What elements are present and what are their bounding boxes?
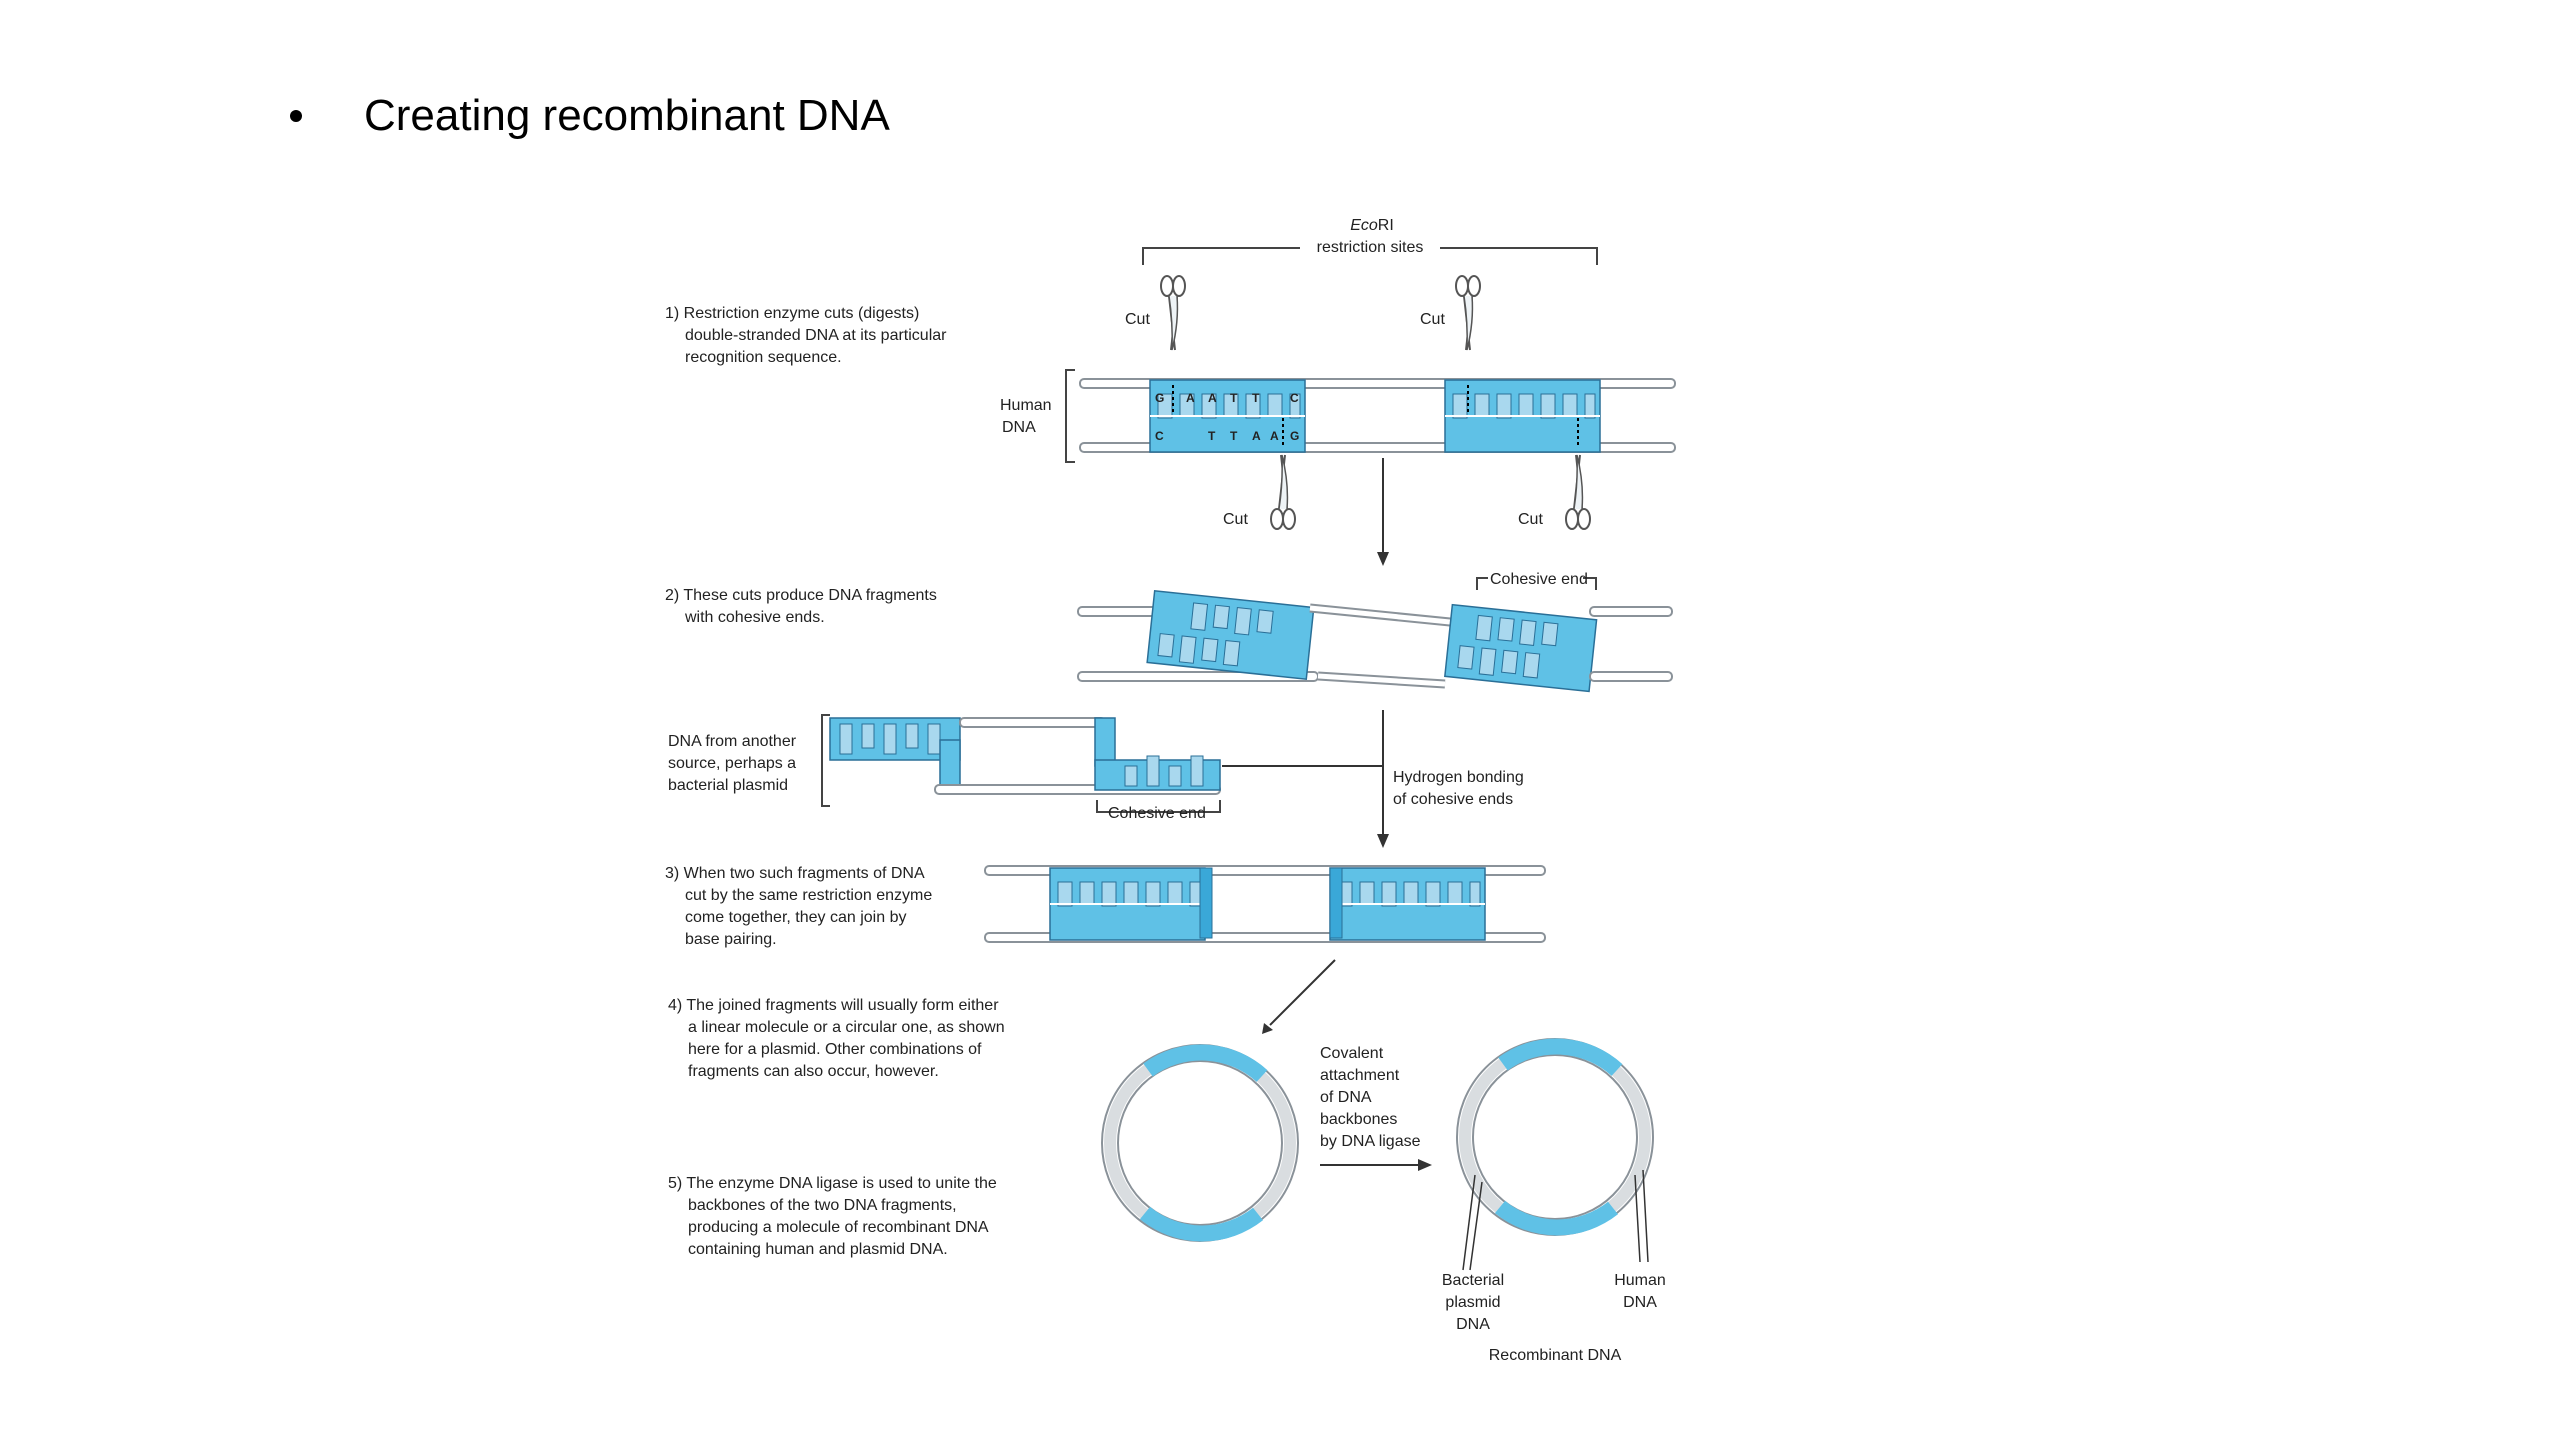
ecori-label: EcoRI <box>1350 217 1394 234</box>
step-3-text: 3) When two such fragments of DNA cut by… <box>665 865 932 948</box>
svg-text:A: A <box>1186 391 1195 405</box>
svg-text:4) The joined fragments will u: 4) The joined fragments will usually for… <box>668 997 999 1014</box>
fragment-right <box>1444 603 1673 693</box>
svg-text:Hydrogen bonding: Hydrogen bonding <box>1393 769 1524 786</box>
svg-text:DNA from another: DNA from another <box>668 733 797 750</box>
svg-text:of cohesive ends: of cohesive ends <box>1393 791 1513 808</box>
svg-text:of DNA: of DNA <box>1320 1089 1372 1106</box>
title-bullet-row: Creating recombinant DNA <box>290 88 890 144</box>
svg-text:a linear molecule or a circula: a linear molecule or a circular one, as … <box>688 1019 1005 1036</box>
arrow-diagonal <box>1262 959 1336 1034</box>
human-dna-label-2: Human DNA <box>1614 1272 1666 1311</box>
svg-text:with cohesive ends.: with cohesive ends. <box>684 609 825 626</box>
source-dna-label: DNA from another source, perhaps a bacte… <box>668 714 830 807</box>
svg-text:cut by the same restriction en: cut by the same restriction enzyme <box>685 887 932 904</box>
svg-text:A: A <box>1208 391 1217 405</box>
fragment-left <box>1077 589 1471 689</box>
bases-site-1: G A A T T C C T T A A G <box>1155 391 1299 443</box>
svg-text:containing human and plasmid D: containing human and plasmid DNA. <box>688 1241 948 1258</box>
svg-text:T: T <box>1208 429 1216 443</box>
svg-text:Human: Human <box>1614 1272 1666 1289</box>
svg-text:recognition sequence.: recognition sequence. <box>685 349 842 366</box>
svg-text:Human: Human <box>1000 397 1052 414</box>
cohesive-end-label-top: Cohesive end <box>1476 571 1597 590</box>
svg-text:Cut: Cut <box>1125 311 1150 328</box>
svg-text:bacterial plasmid: bacterial plasmid <box>668 777 788 794</box>
svg-text:T: T <box>1230 429 1238 443</box>
step-5-text: 5) The enzyme DNA ligase is used to unit… <box>668 1175 997 1258</box>
plasmid-fragment: Cohesive end <box>829 717 1221 822</box>
svg-text:Covalent: Covalent <box>1320 1045 1384 1062</box>
svg-text:2) These cuts produce DNA frag: 2) These cuts produce DNA fragments <box>665 587 937 604</box>
svg-text:base pairing.: base pairing. <box>685 931 777 948</box>
restriction-sites-label: restriction sites <box>1317 239 1424 256</box>
svg-text:Cut: Cut <box>1223 511 1248 528</box>
svg-text:double-stranded DNA at its par: double-stranded DNA at its particular <box>685 327 947 344</box>
svg-text:A: A <box>1270 429 1279 443</box>
arrow-down-1 <box>1377 458 1389 566</box>
svg-text:by DNA ligase: by DNA ligase <box>1320 1133 1421 1150</box>
cut-labels: Cut Cut Cut Cut <box>1125 311 1543 528</box>
svg-text:1) Restriction enzyme cuts (di: 1) Restriction enzyme cuts (digests) <box>665 305 919 322</box>
svg-text:producing a molecule of recomb: producing a molecule of recombinant DNA <box>688 1219 989 1236</box>
svg-text:DNA: DNA <box>1002 419 1036 436</box>
ligase-arrow <box>1320 1159 1432 1171</box>
svg-text:3) When two such fragments of: 3) When two such fragments of DNA <box>665 865 925 882</box>
step-1-text: 1) Restriction enzyme cuts (digests) dou… <box>665 305 947 366</box>
human-dna-strand <box>1079 378 1676 453</box>
human-dna-label: Human DNA <box>1000 369 1075 463</box>
bullet-icon <box>290 110 302 122</box>
svg-text:T: T <box>1230 391 1238 405</box>
svg-text:come together, they can join b: come together, they can join by <box>685 909 906 926</box>
svg-text:DNA: DNA <box>1623 1294 1657 1311</box>
recombinant-dna-label: Recombinant DNA <box>1489 1347 1622 1364</box>
step-4-text: 4) The joined fragments will usually for… <box>668 997 1005 1080</box>
restriction-site-1 <box>1149 379 1306 453</box>
svg-text:source, perhaps a: source, perhaps a <box>668 755 796 772</box>
svg-text:fragments can also occur, howe: fragments can also occur, however. <box>688 1063 939 1080</box>
ecori-bracket: EcoRI restriction sites <box>1142 217 1598 265</box>
cohesive-end-label-bottom: Cohesive end <box>1108 805 1206 822</box>
svg-text:C: C <box>1155 429 1164 443</box>
restriction-site-2 <box>1444 379 1601 453</box>
svg-text:T: T <box>1252 391 1260 405</box>
slide-title: Creating recombinant DNA <box>364 91 890 140</box>
svg-text:DNA: DNA <box>1456 1316 1490 1333</box>
circular-plasmid-left <box>1101 1044 1299 1242</box>
svg-text:backbones: backbones <box>1320 1111 1397 1128</box>
svg-text:Cut: Cut <box>1420 311 1445 328</box>
joined-fragments <box>984 865 1546 943</box>
svg-text:backbones of the two DNA fragm: backbones of the two DNA fragments, <box>688 1197 957 1214</box>
svg-text:C: C <box>1290 391 1299 405</box>
svg-text:here for a plasmid. Other comb: here for a plasmid. Other combinations o… <box>688 1041 982 1058</box>
svg-text:Bacterial: Bacterial <box>1442 1272 1504 1289</box>
hydrogen-bonding-label: Hydrogen bonding of cohesive ends <box>1393 769 1524 808</box>
arrow-down-2 <box>1222 710 1389 848</box>
svg-text:5) The enzyme DNA ligase is us: 5) The enzyme DNA ligase is used to unit… <box>668 1175 997 1192</box>
svg-text:Cut: Cut <box>1518 511 1543 528</box>
svg-text:A: A <box>1252 429 1261 443</box>
svg-text:G: G <box>1155 391 1164 405</box>
recombinant-plasmid-right <box>1456 1038 1654 1271</box>
step-2-text: 2) These cuts produce DNA fragments with… <box>665 587 937 626</box>
svg-text:attachment: attachment <box>1320 1067 1400 1084</box>
svg-text:Cohesive end: Cohesive end <box>1490 571 1588 588</box>
covalent-label: Covalent attachment of DNA backbones by … <box>1320 1045 1421 1150</box>
bacterial-plasmid-label: Bacterial plasmid DNA <box>1442 1272 1504 1333</box>
svg-text:plasmid: plasmid <box>1445 1294 1500 1311</box>
svg-text:G: G <box>1290 429 1299 443</box>
